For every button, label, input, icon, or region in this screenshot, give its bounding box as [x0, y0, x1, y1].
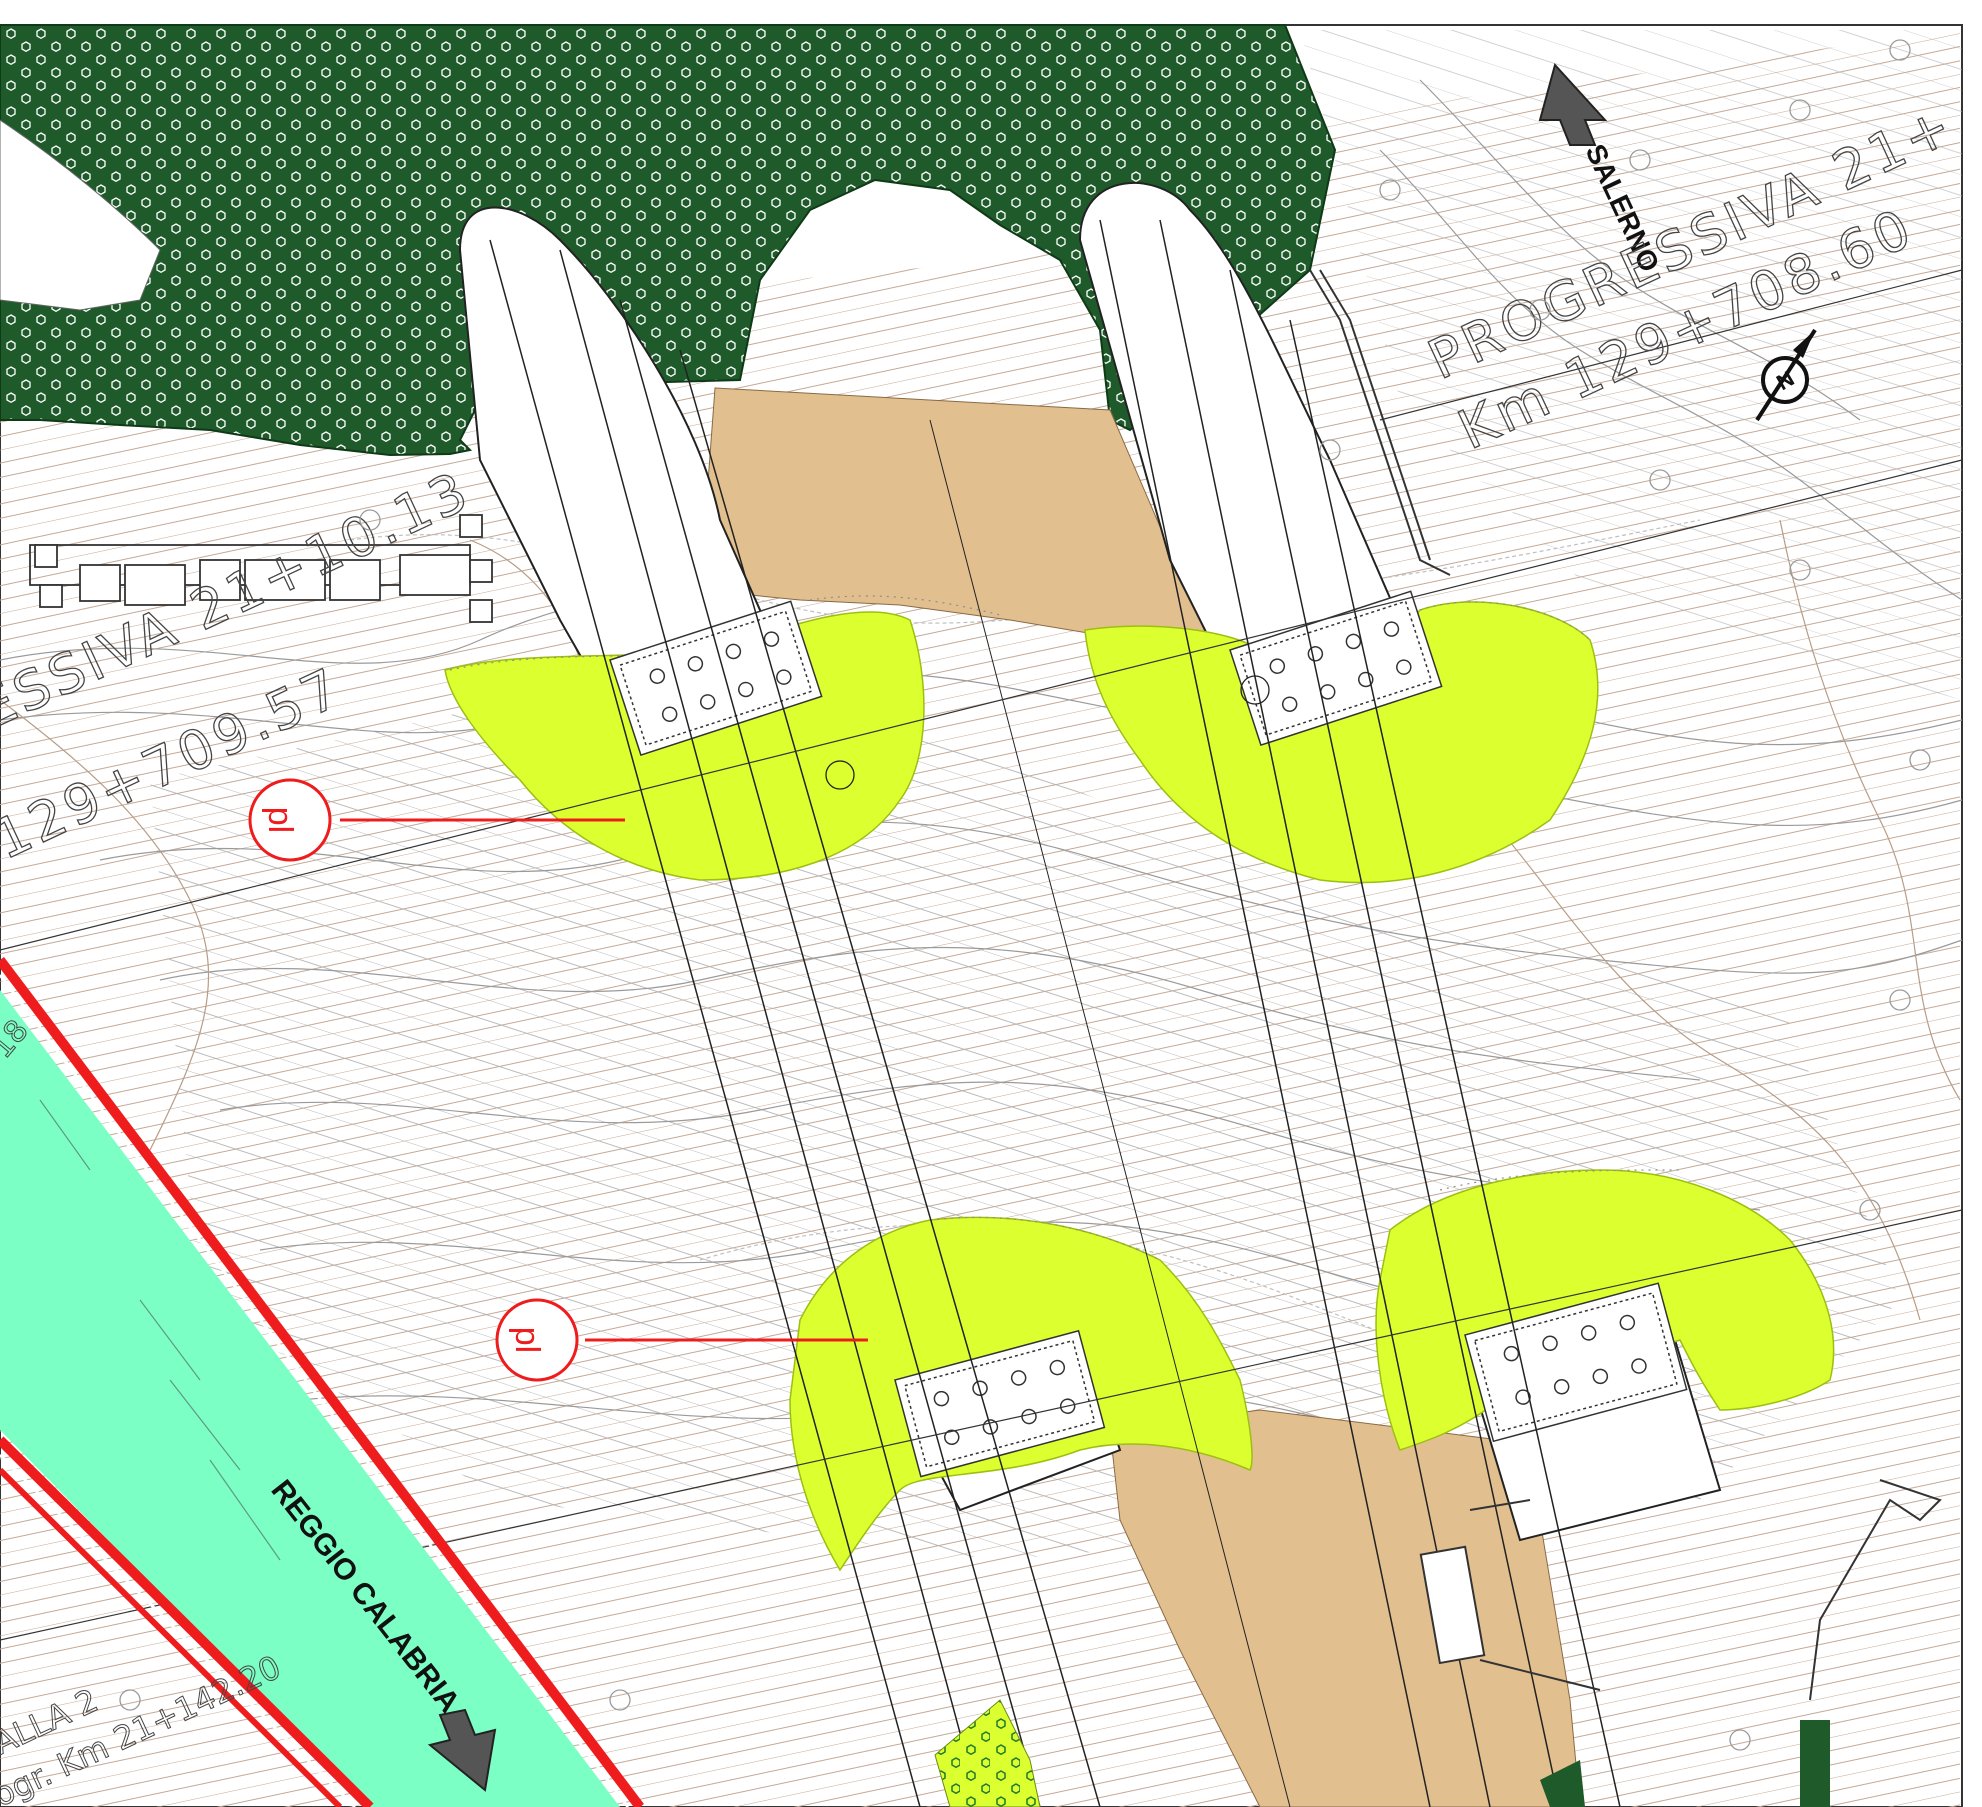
callout-upper: pl: [248, 778, 625, 862]
carriageway-reggio-calabria: [0, 956, 644, 1807]
woodland-fragment-mid: [1540, 1760, 1585, 1807]
callout-lower-text: pl: [508, 1327, 546, 1353]
compass-north-icon: N: [1755, 328, 1817, 422]
callout-lower: pl: [495, 1298, 868, 1382]
pier-foundations: [609, 590, 1688, 1478]
utility-chain: [29, 514, 493, 623]
callout-upper-text: pl: [261, 807, 299, 833]
structure-left-top: [458, 206, 802, 762]
culvert-box: [1419, 1499, 1601, 1691]
survey-points: [119, 39, 1931, 1751]
retaining-wall: [1309, 269, 1942, 1701]
south-direction-arrow: [427, 1708, 497, 1792]
woodland-fragment-bottom: [934, 1699, 1041, 1807]
earthworks-bottom: [1109, 1409, 1581, 1807]
woodland-fragment-right: [1800, 1720, 1830, 1807]
north-direction-arrow: [1538, 62, 1608, 146]
viaduct-deck-lines: [489, 219, 1621, 1807]
woodland-area: [0, 24, 1337, 457]
